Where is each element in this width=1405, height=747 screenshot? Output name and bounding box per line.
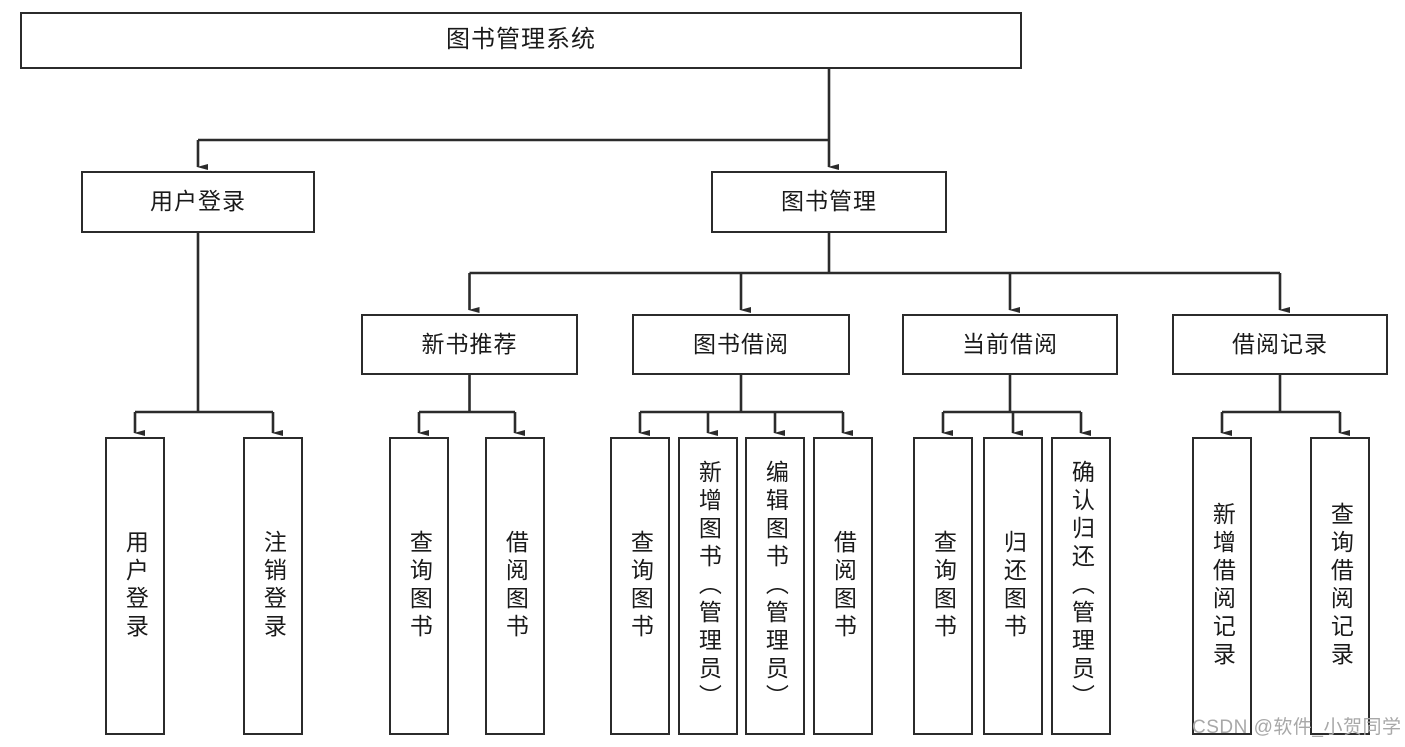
leaf-node-2[interactable]: 注销登录 [243,437,303,735]
leaf-node-11[interactable]: 确认归还（管理员） [1051,437,1111,735]
leaf-node-5-label: 查询图书 [627,530,654,642]
level3-node-2-label: 图书借阅 [693,330,789,357]
level2-node-1[interactable]: 用户登录 [81,171,315,233]
leaf-node-12[interactable]: 新增借阅记录 [1192,437,1252,735]
leaf-node-3[interactable]: 查询图书 [389,437,449,735]
leaf-node-8[interactable]: 借阅图书 [813,437,873,735]
level2-node-2[interactable]: 图书管理 [711,171,947,233]
level3-node-3-label: 当前借阅 [962,330,1058,357]
leaf-node-4-label: 借阅图书 [502,530,529,642]
level2-node-2-label: 图书管理 [781,188,877,215]
level2-node-1-label: 用户登录 [150,188,246,215]
level3-node-1-label: 新书推荐 [421,330,518,357]
leaf-node-10-label: 归还图书 [1000,530,1027,642]
root-node-book-management-system[interactable]: 图书管理系统 [20,12,1022,69]
root-node-book-management-system-label: 图书管理系统 [446,26,596,54]
leaf-node-13[interactable]: 查询借阅记录 [1310,437,1370,735]
leaf-node-2-label: 注销登录 [260,530,287,642]
leaf-node-7-label: 编辑图书（管理员） [762,460,789,712]
level3-node-2[interactable]: 图书借阅 [632,314,850,375]
level3-node-3[interactable]: 当前借阅 [902,314,1118,375]
leaf-node-9[interactable]: 查询图书 [913,437,973,735]
leaf-node-10[interactable]: 归还图书 [983,437,1043,735]
watermark-text: CSDN @软件_小贺同学 [1192,717,1402,738]
leaf-node-1[interactable]: 用户登录 [105,437,165,735]
leaf-node-6-label: 新增图书（管理员） [695,460,722,712]
leaf-node-5[interactable]: 查询图书 [610,437,670,735]
leaf-node-4[interactable]: 借阅图书 [485,437,545,735]
leaf-node-8-label: 借阅图书 [830,530,857,642]
level3-node-1[interactable]: 新书推荐 [361,314,578,375]
leaf-node-3-label: 查询图书 [406,530,433,642]
leaf-node-9-label: 查询图书 [930,530,957,642]
level3-node-4-label: 借阅记录 [1232,330,1328,357]
leaf-node-12-label: 新增借阅记录 [1209,502,1236,670]
leaf-node-13-label: 查询借阅记录 [1327,502,1354,670]
level3-node-4[interactable]: 借阅记录 [1172,314,1388,375]
leaf-node-11-label: 确认归还（管理员） [1068,460,1095,712]
leaf-node-7[interactable]: 编辑图书（管理员） [745,437,805,735]
leaf-node-6[interactable]: 新增图书（管理员） [678,437,738,735]
leaf-node-1-label: 用户登录 [122,530,149,642]
